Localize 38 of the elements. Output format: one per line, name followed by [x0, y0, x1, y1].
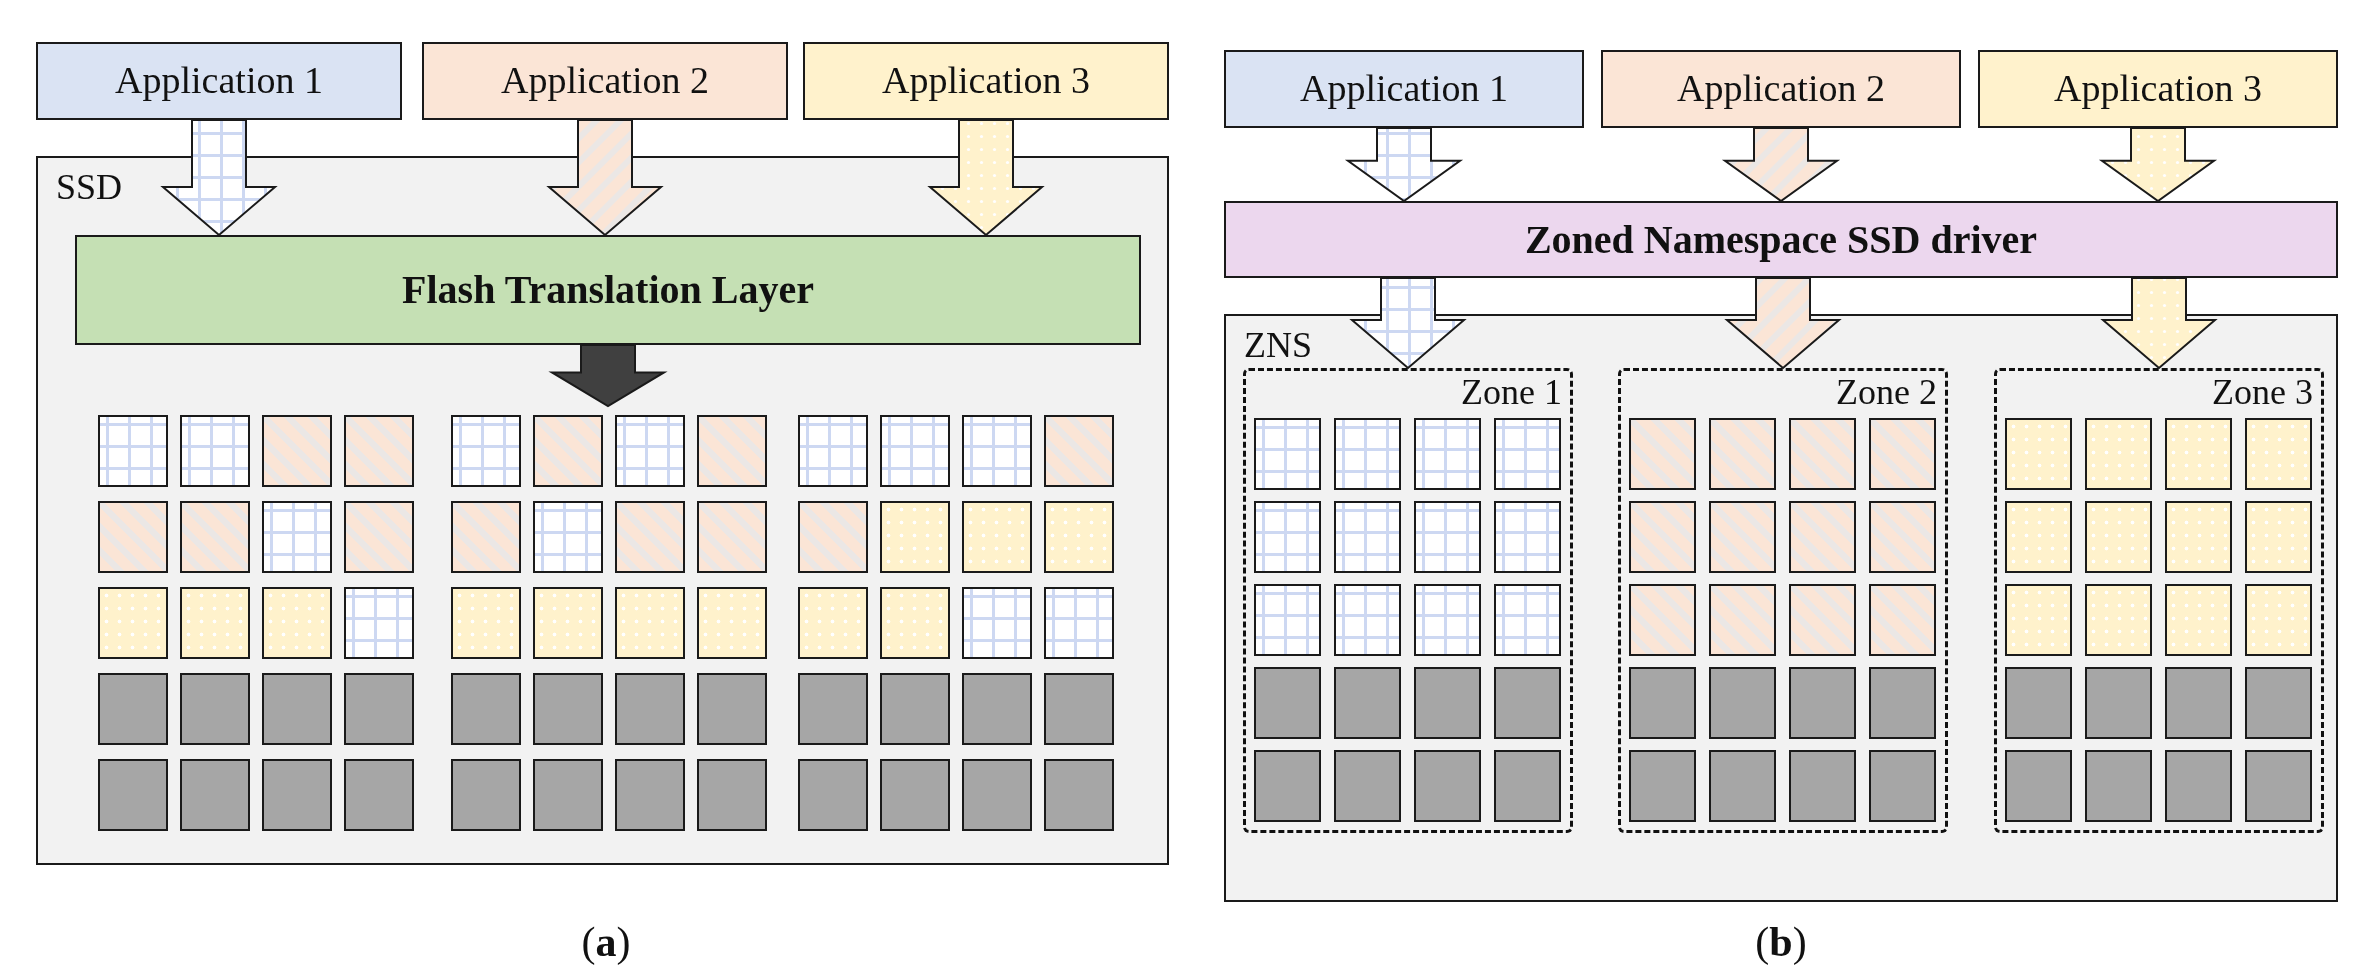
panel-caption: (b) [1755, 918, 1807, 966]
application-box [36, 42, 402, 120]
zone-label: Zone 3 [2212, 373, 2313, 413]
zone-label: Zone 2 [1836, 373, 1937, 413]
panel-label: ZNS [1244, 326, 1312, 366]
box-label: Zoned Namespace SSD driver [1524, 217, 2038, 262]
block-arrow [2098, 127, 2218, 203]
box-label: Application 3 [2054, 68, 2262, 110]
zone-outline [1618, 368, 1948, 833]
block-arrow [1344, 127, 1464, 203]
zone-outline [1994, 368, 2324, 833]
block-arrow [548, 344, 668, 408]
box-label: Application 1 [115, 60, 323, 102]
storage-panel [1224, 314, 2338, 902]
box-label: Flash Translation Layer [402, 268, 814, 312]
application-box [803, 42, 1169, 120]
layer-box [75, 235, 1141, 345]
block-arrow [927, 119, 1045, 237]
box-label: Application 3 [882, 60, 1090, 102]
panel-label: SSD [56, 168, 123, 208]
block-arrow [2100, 277, 2218, 370]
panel-caption: (a) [581, 918, 631, 966]
application-box [1224, 50, 1584, 128]
storage-panel [36, 156, 1169, 865]
block-arrow [1724, 277, 1842, 370]
zone-label: Zone 1 [1461, 373, 1562, 413]
block-arrow [160, 119, 278, 237]
application-box [1978, 50, 2338, 128]
zone-outline [1243, 368, 1573, 833]
block-arrow [546, 119, 664, 237]
application-box [422, 42, 788, 120]
application-box [1601, 50, 1961, 128]
box-label: Application 1 [1300, 68, 1508, 110]
box-label: Application 2 [1677, 68, 1885, 110]
box-label: Application 2 [501, 60, 709, 102]
layer-box [1224, 201, 2338, 278]
block-arrow [1721, 127, 1841, 203]
block-arrow [1349, 277, 1467, 370]
